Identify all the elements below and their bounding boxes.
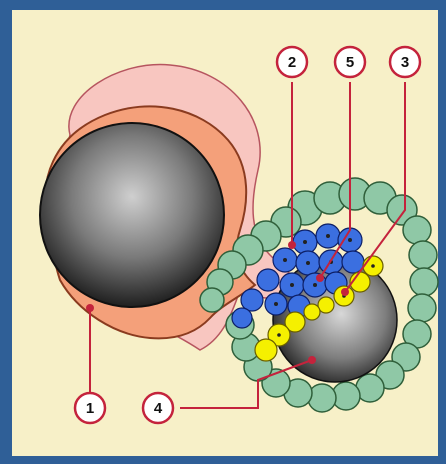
callout-label-4: 4 (154, 400, 163, 417)
yolk-sac (40, 123, 224, 307)
callout-label-1: 1 (86, 400, 94, 417)
callout-label-5: 5 (346, 54, 354, 71)
callout-label-2: 2 (288, 54, 296, 71)
callout-label-3: 3 (401, 54, 409, 71)
